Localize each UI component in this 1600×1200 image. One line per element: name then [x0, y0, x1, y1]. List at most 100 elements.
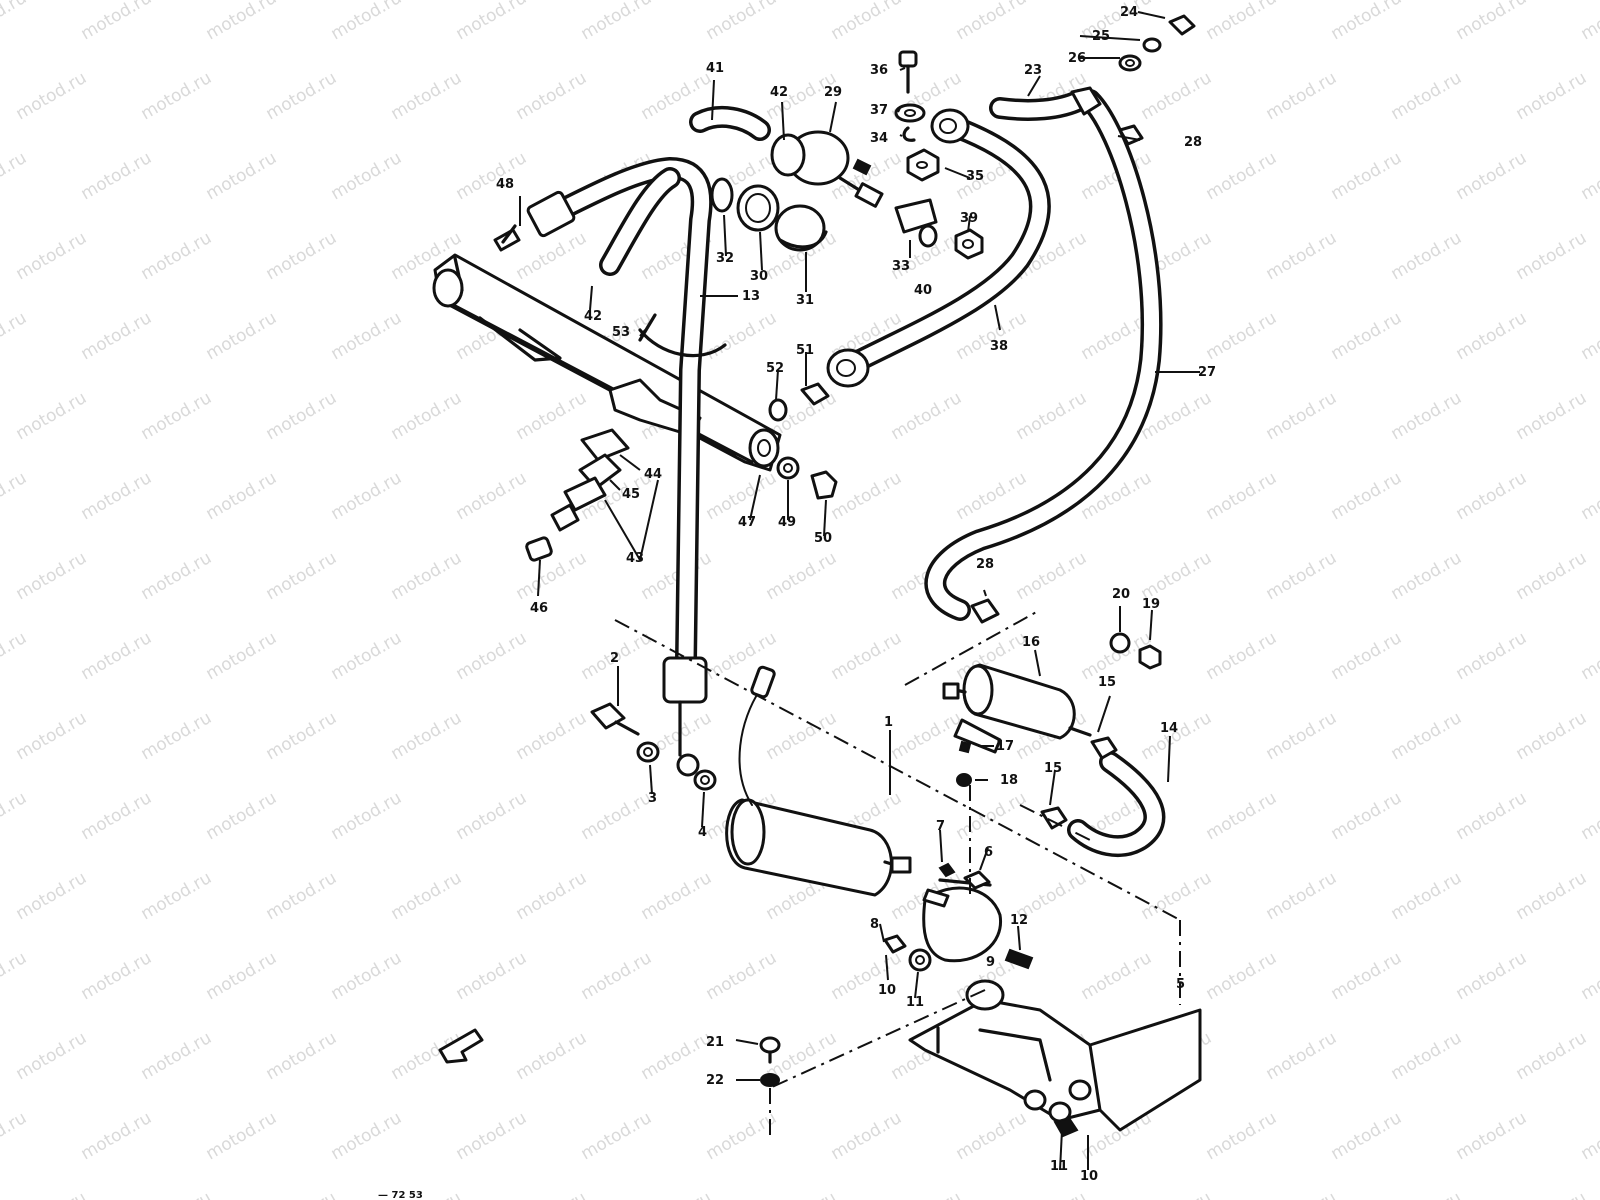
- watermark-text: motod.ru: [1453, 1108, 1531, 1164]
- return-hose-27: [924, 86, 1163, 621]
- watermark-text: motod.ru: [1263, 1028, 1341, 1084]
- watermark-text: motod.ru: [13, 1188, 91, 1200]
- watermark-text: motod.ru: [578, 1108, 656, 1164]
- watermark-text: motod.ru: [1263, 548, 1341, 604]
- watermark-text: motod.ru: [0, 628, 30, 684]
- watermark-text: motod.ru: [138, 1188, 216, 1200]
- watermark-text: motod.ru: [453, 948, 531, 1004]
- callout-9: 9: [986, 955, 995, 970]
- callout-24: 24: [1120, 5, 1138, 20]
- watermark-text: motod.ru: [763, 708, 841, 764]
- callout-47: 47: [738, 515, 756, 530]
- callout-46: 46: [530, 601, 548, 616]
- watermark-text: motod.ru: [138, 868, 216, 924]
- watermark-text: motod.ru: [388, 68, 466, 124]
- watermark-text: motod.ru: [203, 468, 281, 524]
- watermark-text: motod.ru: [1328, 948, 1406, 1004]
- watermark-text: motod.ru: [1203, 948, 1281, 1004]
- pressure-regulator-29: [770, 130, 884, 208]
- watermark-text: motod.ru: [888, 388, 966, 444]
- watermark-text: motod.ru: [1388, 228, 1466, 284]
- watermark-text: motod.ru: [203, 308, 281, 364]
- callout-25: 25: [1092, 29, 1110, 44]
- callout-11-right: 11: [1050, 1159, 1068, 1174]
- watermark-text: motod.ru: [1013, 548, 1091, 604]
- watermark-text: motod.ru: [828, 0, 906, 44]
- callout-26: 26: [1068, 51, 1086, 66]
- watermark-text: motod.ru: [828, 468, 906, 524]
- callout-30: 30: [750, 269, 768, 284]
- watermark-text: motod.ru: [138, 228, 216, 284]
- watermark-text: motod.ru: [888, 708, 966, 764]
- watermark-text: motod.ru: [388, 388, 466, 444]
- watermark-text: motod.ru: [513, 388, 591, 444]
- watermark-text: motod.ru: [513, 1028, 591, 1084]
- callout-44: 44: [644, 467, 662, 482]
- watermark-text: motod.ru: [888, 1188, 966, 1200]
- callout-8: 8: [870, 917, 879, 932]
- callout-21: 21: [706, 1035, 724, 1050]
- callout-2: 2: [610, 651, 619, 666]
- callout-33: 33: [892, 259, 910, 274]
- callout-1: 1: [884, 715, 893, 730]
- watermark-text: motod.ru: [0, 948, 30, 1004]
- watermark-text: motod.ru: [388, 708, 466, 764]
- watermark-text: motod.ru: [1388, 708, 1466, 764]
- banjo-bolt-2: [590, 702, 717, 791]
- callout-48: 48: [496, 177, 514, 192]
- callout-40: 40: [914, 283, 932, 298]
- watermark-text: motod.ru: [453, 788, 531, 844]
- watermark-text: motod.ru: [1263, 388, 1341, 444]
- watermark-text: motod.ru: [1513, 708, 1591, 764]
- grommets-30-31-32: [710, 177, 828, 252]
- watermark-text: motod.ru: [1388, 68, 1466, 124]
- callout-37: 37: [870, 103, 888, 118]
- watermark-text: motod.ru: [763, 548, 841, 604]
- watermark-text: motod.ru: [138, 548, 216, 604]
- watermark-text: motod.ru: [1203, 628, 1281, 684]
- watermark-text: motod.ru: [513, 1188, 591, 1200]
- callout-29: 29: [824, 85, 842, 100]
- callout-49: 49: [778, 515, 796, 530]
- watermark-text: motod.ru: [1578, 468, 1600, 524]
- watermark-text: motod.ru: [1263, 228, 1341, 284]
- watermark-text: motod.ru: [388, 548, 466, 604]
- callout-11-left: 11: [906, 995, 924, 1010]
- watermark-text: motod.ru: [453, 1108, 531, 1164]
- watermark-text: motod.ru: [13, 228, 91, 284]
- callout-16: 16: [1022, 635, 1040, 650]
- watermark-text: motod.ru: [138, 708, 216, 764]
- fuel-pump-1: [725, 665, 912, 897]
- watermark-text: motod.ru: [263, 708, 341, 764]
- watermark-text: motod.ru: [263, 1028, 341, 1084]
- callout-3: 3: [648, 791, 657, 806]
- watermark-text: motod.ru: [203, 148, 281, 204]
- callout-18: 18: [1000, 773, 1018, 788]
- reference-lines: [614, 609, 1181, 1140]
- watermark-text: motod.ru: [203, 1108, 281, 1164]
- watermark-text: motod.ru: [578, 788, 656, 844]
- clamp-53: [638, 313, 727, 358]
- watermark-text: motod.ru: [0, 788, 30, 844]
- watermark-text: motod.ru: [1388, 868, 1466, 924]
- watermark-text: motod.ru: [1513, 548, 1591, 604]
- watermark-text: motod.ru: [1513, 868, 1591, 924]
- watermark-text: motod.ru: [1578, 308, 1600, 364]
- watermark-text: motod.ru: [203, 628, 281, 684]
- watermark-text: motod.ru: [328, 148, 406, 204]
- callout-32: 32: [716, 251, 734, 266]
- bolt-21-nut-22: [759, 1036, 781, 1087]
- callout-42-top: 42: [770, 85, 788, 100]
- callout-6: 6: [984, 845, 993, 860]
- front-direction-arrow-icon: [438, 1028, 484, 1064]
- callout-45: 45: [622, 487, 640, 502]
- watermark-text: motod.ru: [78, 788, 156, 844]
- watermark-text: motod.ru: [1203, 788, 1281, 844]
- callout-4: 4: [698, 825, 707, 840]
- watermark-text: motod.ru: [1328, 628, 1406, 684]
- watermark-text: motod.ru: [1578, 148, 1600, 204]
- watermark-text: motod.ru: [263, 548, 341, 604]
- watermark-text: motod.ru: [78, 468, 156, 524]
- watermark-text: motod.ru: [1388, 1028, 1466, 1084]
- watermark-text: motod.ru: [388, 868, 466, 924]
